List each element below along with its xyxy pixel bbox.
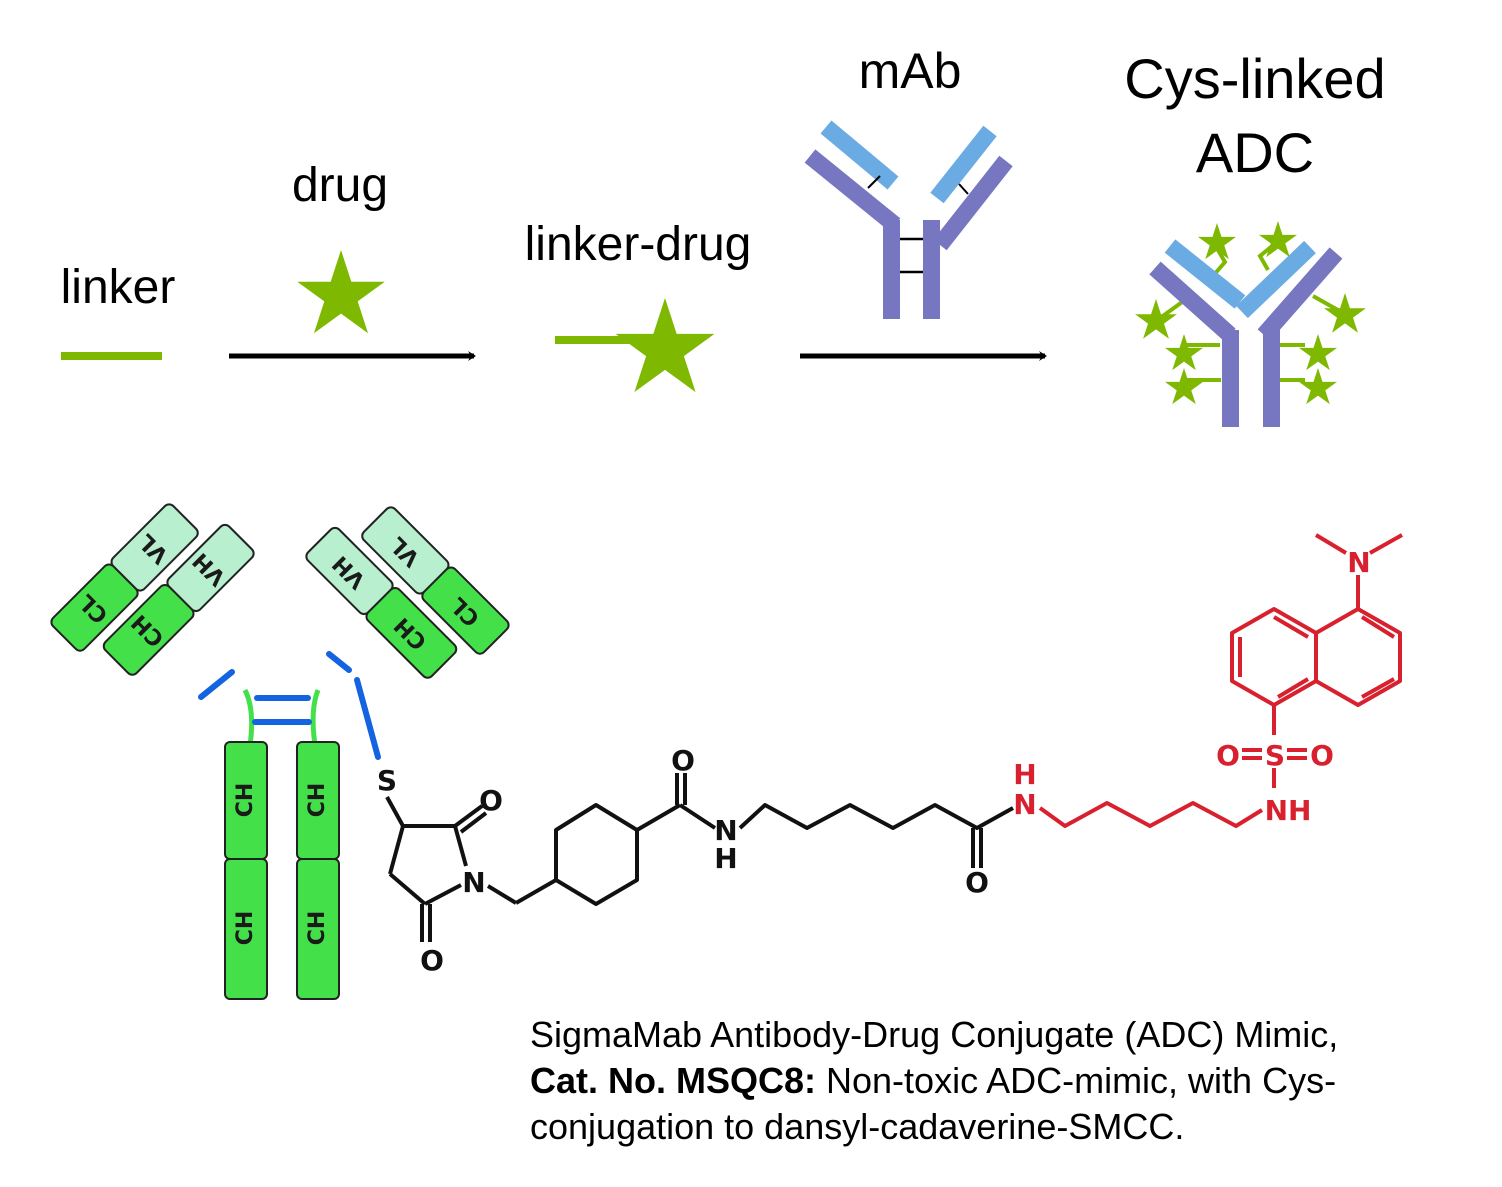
svg-text:N: N <box>1013 788 1036 821</box>
svg-text:O: O <box>1310 739 1334 772</box>
left-fab: VL CL VH CH <box>50 503 255 676</box>
domain-cl-left <box>50 563 139 652</box>
smcc-linker-structure <box>385 773 1014 942</box>
atom-sulfur: S <box>377 764 397 797</box>
svg-text:O: O <box>420 944 444 977</box>
adc-icon <box>1135 221 1366 427</box>
domain-ch1-right <box>365 586 458 679</box>
domain-ch3-left <box>224 858 268 1000</box>
linker-drug-linker-icon <box>555 336 645 344</box>
drug-label: drug <box>292 159 388 212</box>
smcc-atom-labels: S O N O O N H O <box>377 744 989 977</box>
svg-text:O: O <box>671 744 695 777</box>
antibody-domain-diagram: VL CL VH CH VH CH VL CL <box>50 503 510 1000</box>
right-fab: VH CH VL CL <box>305 506 510 679</box>
svg-text:NH: NH <box>1265 794 1312 827</box>
svg-text:N: N <box>462 866 485 899</box>
svg-text:N: N <box>1347 546 1370 579</box>
svg-text:CH: CH <box>233 911 258 946</box>
adc-label-line2: ADC <box>1196 121 1314 184</box>
svg-text:O: O <box>479 784 503 817</box>
linker-label: linker <box>61 261 176 314</box>
dansyl-cadaverine-structure <box>1038 533 1403 828</box>
svg-text:O: O <box>965 866 989 899</box>
caption-line-2: Cat. No. MSQC8: Non-toxic ADC-mimic, wit… <box>530 1060 1337 1101</box>
mab-label: mAb <box>859 43 962 99</box>
linker-drug-star-icon <box>615 298 715 393</box>
adc-label-line1: Cys-linked <box>1124 47 1385 110</box>
atom-sulfonyl-sulfur: S <box>1265 739 1285 772</box>
svg-text:O: O <box>1216 739 1240 772</box>
caption-line-3: conjugation to dansyl-cadaverine-SMCC. <box>530 1106 1185 1147</box>
svg-text:N: N <box>714 814 737 847</box>
svg-text:CH: CH <box>233 783 258 818</box>
svg-text:CH: CH <box>305 783 330 818</box>
linker-drug-label: linker-drug <box>525 218 752 271</box>
drug-star-icon <box>297 250 385 334</box>
disulfide-bonds <box>198 651 381 760</box>
reaction-scheme: linker drug linker-drug mAb Cys-linked <box>61 43 1386 427</box>
domain-ch3-right <box>296 858 340 1000</box>
product-caption: SigmaMab Antibody-Drug Conjugate (ADC) M… <box>530 1012 1490 1150</box>
dansyl-atom-labels: H N O S O NH N <box>1013 546 1370 827</box>
svg-text:CH: CH <box>305 911 330 946</box>
caption-line-1: SigmaMab Antibody-Drug Conjugate (ADC) M… <box>530 1014 1339 1055</box>
domain-ch1-left <box>102 583 195 676</box>
svg-text:H: H <box>714 842 737 875</box>
fc-region: CH CH CH CH <box>224 741 340 1000</box>
domain-cl-right <box>421 566 510 655</box>
mab-icon <box>804 120 1013 319</box>
catalog-number: Cat. No. MSQC8: <box>530 1060 817 1101</box>
svg-text:H: H <box>1013 758 1036 791</box>
linker-line-icon <box>61 352 162 360</box>
